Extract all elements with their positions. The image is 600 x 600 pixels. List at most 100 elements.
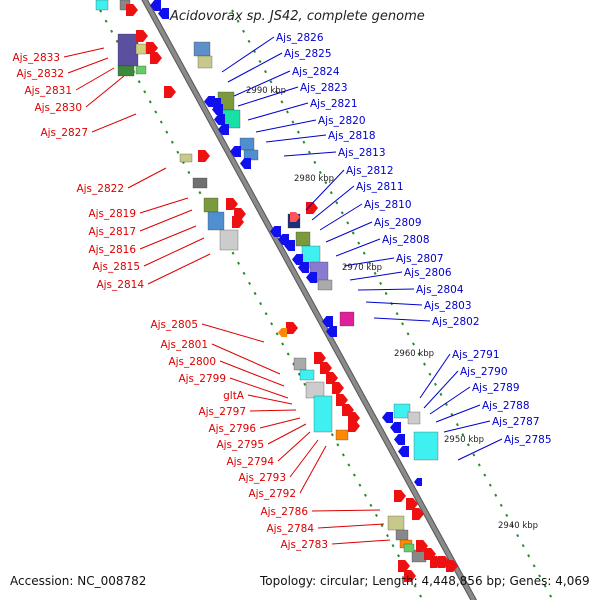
left-gene-label: Ajs_2817: [88, 226, 136, 238]
gene-block: [295, 231, 311, 247]
right-gene-label: Ajs_2803: [424, 300, 472, 312]
gene-arrow: [398, 446, 409, 457]
label-leader: [267, 423, 307, 445]
right-gene-label: Ajs_2813: [338, 147, 386, 159]
label-leader: [283, 151, 337, 157]
gene-block: [203, 197, 219, 213]
tick-mark-inner: [363, 493, 367, 497]
left-gene-label: Ajs_2786: [260, 506, 308, 518]
gene-block: [239, 137, 255, 151]
label-leader: [423, 370, 459, 409]
label-leader: [311, 509, 381, 512]
label-leader: [67, 57, 109, 74]
label-leader: [325, 221, 373, 243]
gene-block: [117, 65, 135, 77]
label-leader: [201, 323, 265, 343]
gene-block: [413, 431, 439, 461]
left-gene-label: Ajs_2794: [226, 456, 274, 468]
tick-mark-outer: [379, 281, 383, 286]
tick-mark-inner: [143, 90, 147, 94]
left-gene-label: Ajs_2796: [208, 423, 256, 435]
gene-block: [95, 0, 109, 11]
gene-arrow: [286, 322, 298, 334]
tick-mark-outer: [549, 594, 553, 598]
gene-arrow: [320, 362, 332, 374]
left-gene-label: Ajs_2795: [216, 439, 264, 451]
tick-mark-inner: [264, 312, 268, 316]
tick-mark-inner: [369, 503, 373, 507]
tick-mark-outer: [357, 241, 361, 245]
right-gene-label: Ajs_2806: [404, 267, 452, 279]
tick-mark-outer: [439, 392, 443, 396]
tick-mark-outer: [280, 100, 284, 104]
right-gene-label: Ajs_2825: [284, 48, 332, 60]
gene-block: [193, 41, 211, 57]
label-leader: [443, 420, 491, 433]
tick-mark-outer: [368, 261, 372, 265]
left-gene-label: Ajs_2822: [76, 183, 124, 195]
tick-mark-inner: [341, 453, 345, 457]
gene-arrow: [292, 254, 303, 265]
tick-mark-outer: [258, 59, 262, 64]
tick-mark-outer: [527, 554, 531, 558]
left-gene-label: Ajs_2800: [168, 356, 216, 368]
right-gene-label: Ajs_2826: [276, 32, 324, 44]
label-leader: [127, 167, 167, 189]
left-gene-label: Ajs_2815: [92, 261, 140, 273]
gene-block: [117, 33, 139, 67]
tick-mark-outer: [395, 312, 399, 316]
gene-arrow: [298, 262, 309, 273]
kbp-mark: 2970 kbp: [342, 263, 382, 273]
gene-arrow: [240, 158, 251, 169]
tick-mark-outer: [231, 9, 235, 13]
tick-mark-inner: [99, 9, 103, 13]
gene-arrow: [284, 240, 295, 251]
right-gene-label: Ajs_2820: [318, 115, 366, 127]
label-leader: [229, 377, 289, 399]
tick-mark-outer: [247, 39, 251, 43]
label-leader: [211, 343, 281, 375]
gene-block: [135, 43, 147, 55]
label-leader: [259, 417, 301, 429]
tick-mark-inner: [336, 443, 340, 447]
label-leader: [317, 523, 385, 529]
label-leader: [247, 102, 309, 121]
tick-mark-inner: [380, 523, 384, 528]
label-leader: [457, 438, 503, 461]
left-gene-label: Ajs_2784: [266, 523, 314, 535]
tick-mark-inner: [259, 302, 263, 306]
tick-mark-inner: [397, 554, 401, 558]
tick-mark-outer: [461, 433, 465, 437]
label-leader: [305, 169, 345, 211]
gene-arrow: [278, 234, 289, 245]
tick-mark-inner: [115, 39, 119, 43]
label-leader: [289, 439, 319, 478]
left-gene-labels: Ajs_2833Ajs_2832Ajs_2831Ajs_2830Ajs_2827…: [12, 47, 391, 551]
gene-block: [135, 65, 147, 75]
tick-mark-inner: [148, 100, 152, 104]
right-gene-label: Ajs_2809: [374, 217, 422, 229]
left-gene-label: Ajs_2793: [238, 472, 286, 484]
gene-arrow: [404, 570, 416, 582]
gene-arrow: [150, 0, 161, 11]
label-leader: [219, 360, 285, 387]
gene-block: [299, 369, 315, 381]
gene-block: [395, 529, 409, 541]
tick-mark-inner: [176, 150, 180, 154]
tick-mark-outer: [401, 322, 405, 326]
label-leader: [233, 70, 291, 97]
label-leader: [139, 209, 193, 232]
label-leader: [227, 52, 283, 83]
gene-arrow: [306, 202, 318, 214]
tick-mark-outer: [291, 120, 295, 124]
gene-arrow: [394, 434, 405, 445]
tick-mark-inner: [281, 342, 285, 346]
gene-arrow: [290, 212, 300, 222]
right-gene-label: Ajs_2810: [364, 199, 412, 211]
tick-mark-inner: [286, 352, 290, 356]
gene-arrow: [230, 146, 241, 157]
gene-block: [305, 381, 325, 399]
left-gene-label: Ajs_2814: [96, 279, 144, 291]
